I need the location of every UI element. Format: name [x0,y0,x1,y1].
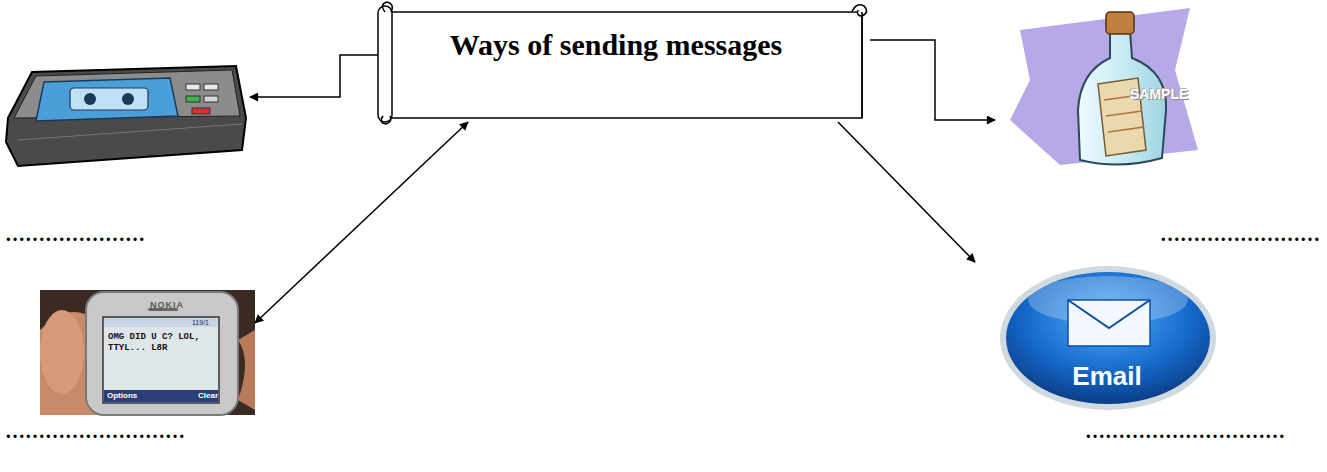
envelope-flap [1068,300,1150,328]
email-item: Email………………………… [975,262,1220,412]
scroll-curl [852,5,867,16]
bottle-backdrop [1010,8,1198,165]
scroll-curl [382,2,392,12]
arrow-connector [838,122,975,262]
phone-brand: NOKIA [150,300,184,310]
thumb [40,310,84,394]
finger [238,330,255,410]
machine-body [6,66,246,166]
phone-body [86,292,238,415]
tape-panel [36,78,178,121]
answer-blank: ………………………… [1085,420,1285,443]
softkey-label: Options [107,391,137,400]
photo-background [40,290,255,415]
email-icon [1000,266,1216,410]
email-word: Email [1047,361,1167,392]
bottle-cork [1106,12,1134,34]
icon-rim [1000,266,1216,410]
icon-disc [1006,272,1210,404]
sms-message: OMG DID U C? LOL, TTYL... L8R [108,332,200,354]
mobile-phone [40,290,255,415]
scroll-curl [381,116,391,124]
arrow-connector [255,122,468,323]
phone-item: NOKIA 119/1OMG DID U C? LOL, TTYL... L8R O… [40,290,255,415]
envelope [1068,300,1150,346]
answering-machine-item: ………………… [5,65,250,165]
banner-title: Ways of sending messages [370,28,862,62]
machine-button [186,84,200,90]
answering-machine [6,66,246,166]
cassette-reel [84,93,96,105]
softkey-bar [104,390,218,402]
phone-screen [103,317,219,403]
answer-blank: ……………………… [5,420,185,443]
status-bar [104,318,218,327]
cassette-reel [122,93,134,105]
watermark: SAMPLE [1130,86,1188,102]
softkey-label: Clear [198,391,218,400]
scroll-roll-left [378,6,392,122]
bottle-item: …………………… [995,0,1205,170]
message-bottle [1010,8,1198,165]
scroll-edge [861,12,863,118]
scroll-banner [378,2,867,124]
machine-button [192,108,210,114]
arrow-connector [870,40,995,120]
answer-blank: ………………… [5,223,145,246]
machine-button [186,96,200,102]
answer-blank: …………………… [1160,223,1320,246]
machine-button [204,84,218,90]
machine-button [204,96,218,102]
machine-edge [18,124,242,140]
arrow-connector [250,55,378,97]
scroll-body [386,12,862,118]
phone-status: 119/1 [192,319,209,326]
scroll-banner: Ways of sending messages [378,0,870,122]
cassette [70,88,148,110]
